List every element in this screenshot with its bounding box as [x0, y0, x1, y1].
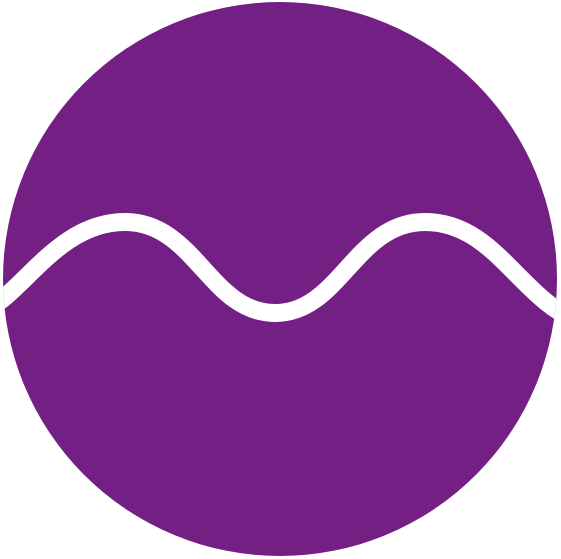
purple-circle — [3, 2, 557, 556]
wave-line — [3, 212, 557, 331]
